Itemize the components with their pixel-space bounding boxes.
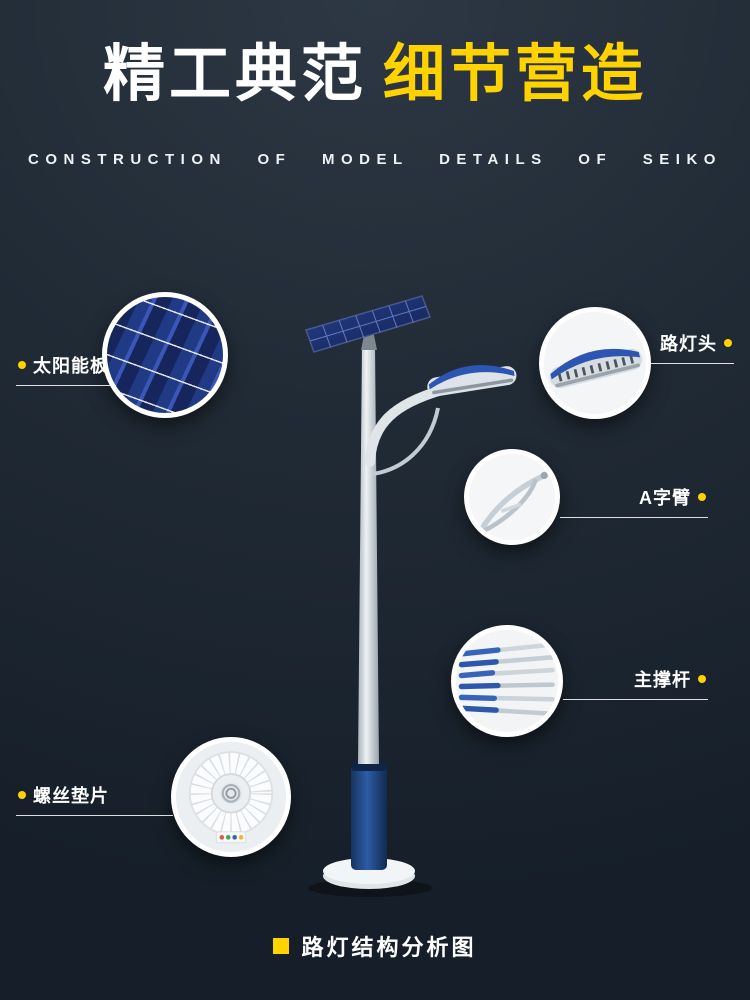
callout-circle-lamp-head [539, 307, 651, 419]
callout-label-text: 螺丝垫片 [33, 786, 109, 806]
header: 精工典范细节营造 CONSTRUCTION OF MODEL DETAILS O… [0, 42, 750, 168]
callout-circle-washers [171, 737, 291, 857]
pole-base [308, 858, 432, 897]
lamp-arm [365, 385, 447, 467]
a-arm-photo [469, 454, 555, 540]
connector-line [649, 363, 734, 364]
bullet-dot-icon [724, 339, 732, 347]
a-arm-support-curve [371, 407, 440, 476]
callout-label-solar-panel: 太阳能板 [16, 352, 116, 386]
main-pole [358, 346, 379, 764]
callout-circle-main-pole [451, 625, 563, 737]
solar-panel [305, 295, 431, 353]
callout-label-main-pole: 主撑杆 [563, 666, 708, 700]
caption-text: 路灯结构分析图 [301, 935, 477, 960]
footer-caption: 路灯结构分析图 [0, 930, 750, 962]
connector-line [560, 517, 708, 518]
pole-blue-sleeve [351, 762, 387, 870]
bullet-dot-icon [698, 675, 706, 683]
page-title: 精工典范细节营造 [0, 42, 750, 107]
callout-label-text: 主撑杆 [634, 670, 691, 690]
callout-label-text: 太阳能板 [33, 356, 109, 376]
callout-label-washers: 螺丝垫片 [16, 782, 173, 816]
caption-square-icon [273, 938, 290, 954]
title-white: 精工典范 [102, 40, 367, 109]
connector-line [563, 699, 708, 700]
callout-label-text: 路灯头 [660, 334, 717, 354]
callout-circle-a-arm [464, 449, 560, 545]
connector-line [16, 815, 173, 816]
bullet-dot-icon [18, 361, 26, 369]
callout-label-a-arm: A字臂 [560, 484, 708, 518]
bullet-dot-icon [18, 791, 26, 799]
bullet-dot-icon [698, 493, 706, 501]
subtitle: CONSTRUCTION OF MODEL DETAILS OF SEIKO [28, 151, 722, 169]
washers-photo [176, 742, 286, 852]
main-pole-photo [456, 630, 558, 732]
callout-circle-solar-panel [102, 292, 228, 418]
lamp-head [427, 365, 517, 397]
title-yellow: 细节营造 [383, 40, 648, 109]
connector-line [16, 385, 116, 386]
callout-label-lamp-head: 路灯头 [649, 330, 734, 364]
callout-label-text: A字臂 [639, 488, 691, 508]
lamp-head-photo [544, 312, 646, 414]
